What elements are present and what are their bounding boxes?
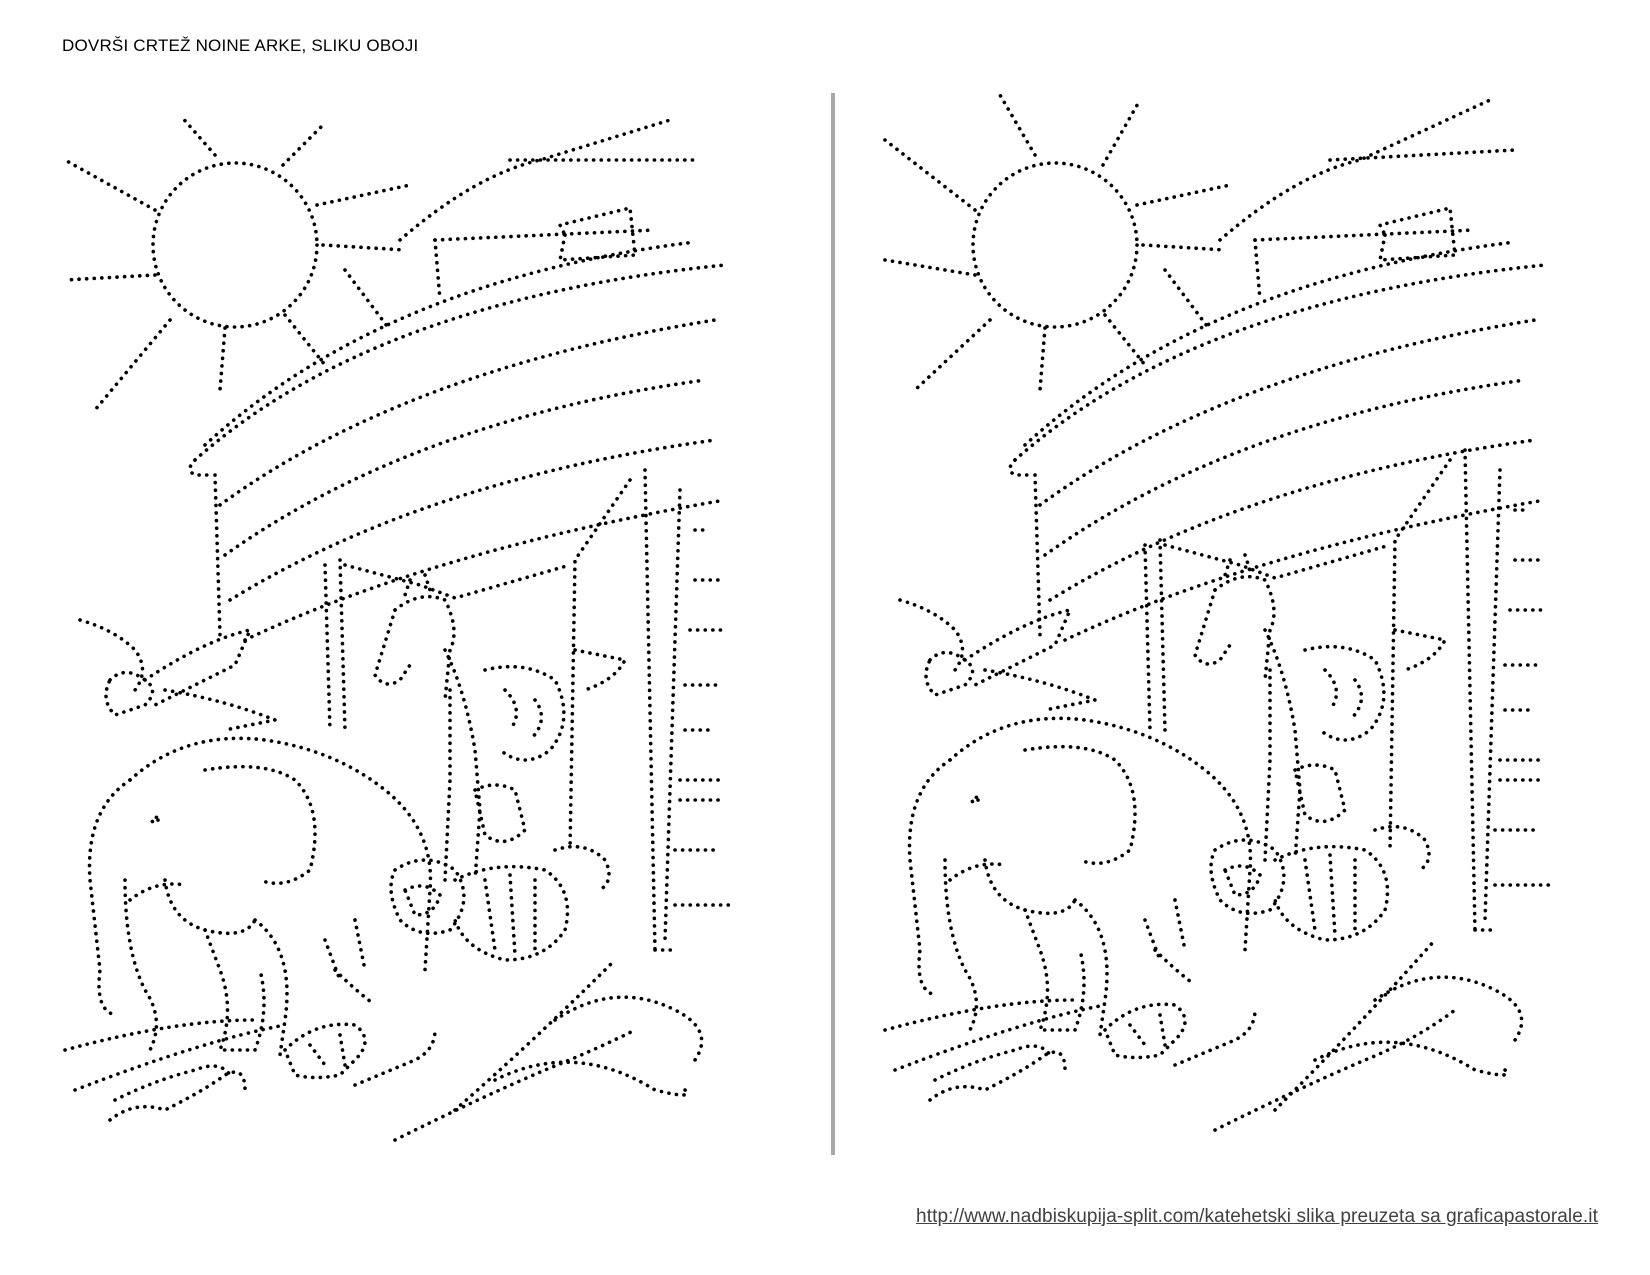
ark-hull (213, 468, 732, 952)
lion-and-cat (389, 783, 611, 962)
dove (78, 618, 282, 732)
elephant (87, 736, 433, 1057)
dotted-noahs-ark-picture-left (63, 113, 732, 1142)
ark-hull (1033, 448, 1552, 932)
giraffe (373, 573, 628, 882)
dotted-noahs-ark-picture-right (883, 93, 1552, 1132)
sun (63, 113, 412, 412)
lion-and-cat (1209, 763, 1431, 942)
sun (883, 93, 1232, 392)
dove (898, 598, 1102, 712)
worksheet-title: DOVRŠI CRTEŽ NOINE ARKE, SLIKU OBOJI (62, 36, 419, 55)
panel-divider (831, 93, 835, 1155)
ark-roof (188, 118, 727, 642)
ark-roof (1008, 98, 1547, 642)
elephant (907, 716, 1253, 1037)
giraffe (1193, 553, 1448, 862)
ground-and-snake (883, 938, 1524, 1132)
source-link[interactable]: http://www.nadbiskupija-split.com/katehe… (916, 1206, 1598, 1227)
ground-and-snake (63, 958, 704, 1142)
